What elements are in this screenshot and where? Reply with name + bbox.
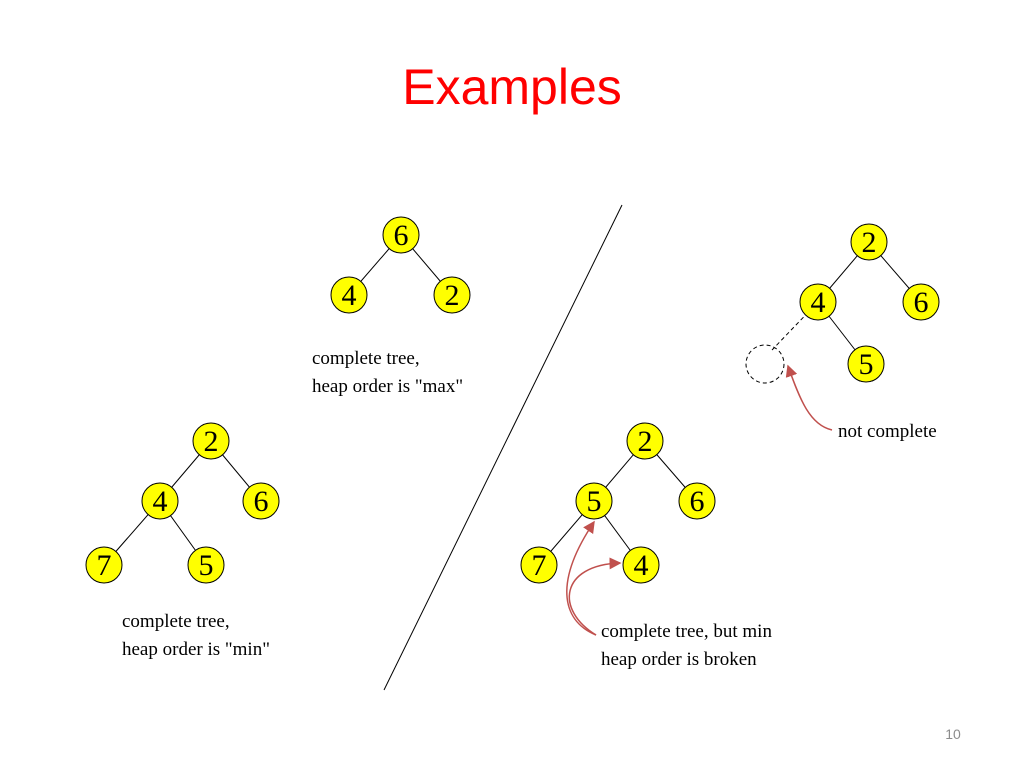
node-value: 4 [153, 485, 168, 518]
tree-node: 5 [847, 345, 885, 383]
node-value: 2 [862, 226, 877, 259]
tree-node: 7 [520, 546, 558, 584]
node-value: 6 [254, 485, 269, 518]
caption-line: complete tree, [312, 348, 420, 369]
caption-line: heap order is broken [601, 649, 757, 670]
tree-node: 6 [382, 216, 420, 254]
caption-line: heap order is "max" [312, 376, 463, 397]
node-value: 5 [199, 549, 214, 582]
node-value: 6 [690, 485, 705, 518]
tree-node: 2 [192, 422, 230, 460]
missing-node [745, 344, 785, 384]
annotation-arrow [785, 364, 833, 431]
node-value: 7 [532, 549, 547, 582]
incomplete-tree: 2 4 6 5 not complete [745, 223, 940, 442]
node-value: 2 [638, 425, 653, 458]
tree-node: 2 [433, 276, 471, 314]
caption-line: heap order is "min" [122, 639, 270, 660]
slide-title: Examples [402, 59, 622, 115]
node-value: 4 [342, 279, 357, 312]
min-heap-tree: 2 4 6 7 5 complete tree, heap order is "… [85, 422, 280, 660]
caption-line: complete tree, [122, 611, 230, 632]
tree-node: 4 [622, 546, 660, 584]
annotation-arrow [566, 520, 597, 636]
tree-node: 4 [330, 276, 368, 314]
tree-node: 6 [902, 283, 940, 321]
tree-node: 7 [85, 546, 123, 584]
tree-node: 6 [678, 482, 716, 520]
node-value: 4 [811, 286, 826, 319]
divider-line [383, 204, 623, 691]
tree-node: 2 [850, 223, 888, 261]
tree-node: 4 [141, 482, 179, 520]
node-value: 5 [859, 348, 874, 381]
annotation-arrow [568, 557, 622, 636]
node-value: 4 [634, 549, 649, 582]
tree-node: 5 [187, 546, 225, 584]
node-value: 2 [445, 279, 460, 312]
caption-line: complete tree, but min [601, 621, 772, 642]
tree-node: 4 [799, 283, 837, 321]
tree-node: 6 [242, 482, 280, 520]
node-value: 6 [394, 219, 409, 252]
tree-node: 2 [626, 422, 664, 460]
node-value: 6 [914, 286, 929, 319]
node-value: 7 [97, 549, 112, 582]
broken-heap-tree: 2 5 6 7 4 complete tree, but min heap or… [520, 422, 772, 670]
node-value: 5 [587, 485, 602, 518]
node-value: 2 [204, 425, 219, 458]
tree-node: 5 [575, 482, 613, 520]
page-number: 10 [945, 726, 961, 742]
max-heap-tree: 6 4 2 complete tree, heap order is "max" [312, 216, 471, 397]
caption-line: not complete [838, 421, 937, 442]
